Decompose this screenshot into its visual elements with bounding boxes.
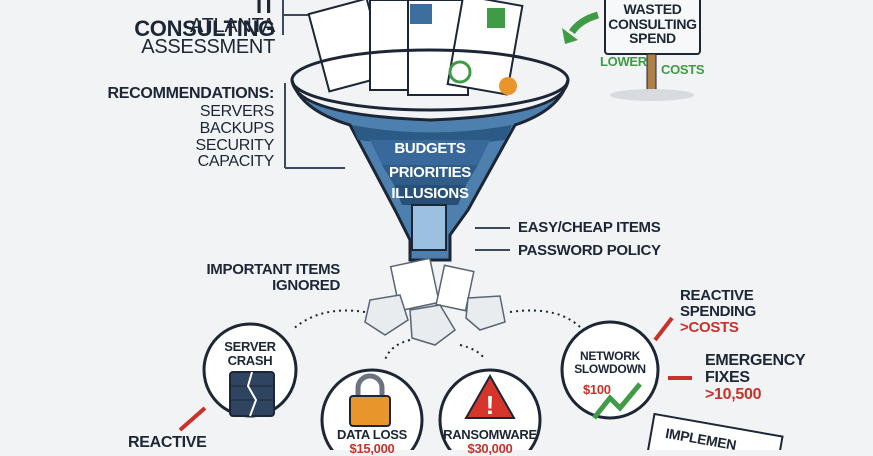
side-effect-emergency-fixes: Emergency Fixes >10,500: [705, 352, 806, 403]
consequence-ransomware: Ransomware $30,000: [443, 427, 537, 456]
trend-up-icon: [592, 382, 642, 420]
recommendation-item: Backups: [199, 119, 275, 137]
arrow-icon: [569, 11, 600, 35]
consequence-network-slowdown: Network Slowdown: [574, 349, 646, 376]
warning-icon: !: [464, 373, 516, 420]
speech-bubbles: [202, 320, 660, 450]
sign-right-label: Costs: [661, 62, 705, 77]
recommendation-item: Capacity: [197, 153, 275, 171]
subtitle: Atlanta Assessment: [141, 15, 275, 58]
recommendation-item: Servers: [199, 103, 274, 120]
recommendation-item: Security: [195, 136, 275, 154]
funnel-band-priorities: Priorities: [388, 164, 471, 181]
recommendations-heading: Recommendations:: [107, 85, 275, 102]
output-easy-items: Easy/Cheap Items: [518, 219, 661, 236]
funnel-band-illusions: Illusions: [391, 185, 469, 202]
side-effect-reactive-spending: Reactive Spending >Costs: [680, 287, 756, 336]
sign-icon: [604, 0, 701, 101]
sign-text: Wasted Consulting Spend: [608, 1, 697, 47]
funnel-icon: [290, 48, 570, 262]
funnel-band-budgets: Budgets: [394, 140, 466, 157]
side-effect-reactive: Reactive: [128, 434, 207, 451]
bottom-sign-icon: [646, 412, 784, 450]
consequence-data-loss: Data Loss $15,000: [337, 427, 407, 456]
documents-icon: [307, 0, 524, 96]
recommendations-list: Servers Backups Security Capacity: [120, 103, 275, 171]
title: IT Consulting: [134, 0, 275, 42]
sign-left-label: Lower: [600, 54, 647, 69]
consequence-server-crash: Server Crash: [224, 339, 276, 368]
ignored-label: Important Items Ignored: [206, 261, 340, 294]
output-password-policy: Password Policy: [518, 242, 661, 259]
svg-text:!: !: [486, 390, 495, 420]
crumpled-paper-icon: [364, 257, 506, 346]
server-icon: [229, 371, 275, 417]
network-slowdown-value: $100: [583, 382, 611, 397]
lock-icon: [349, 373, 391, 427]
